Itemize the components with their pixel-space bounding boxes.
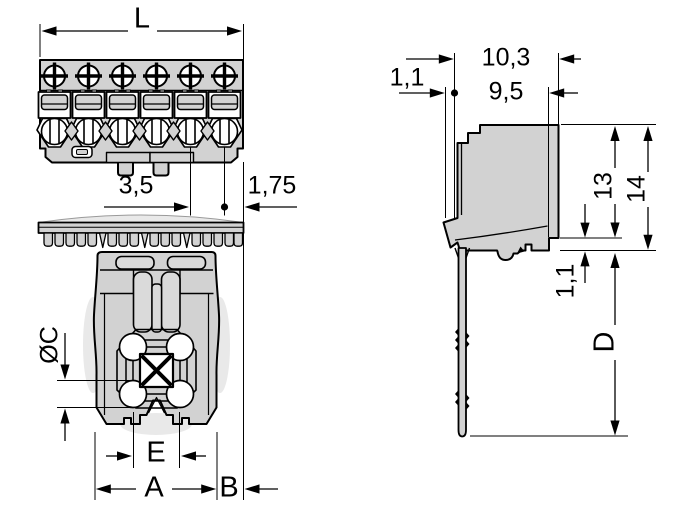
pin-barbs: [455, 328, 470, 410]
bottom-view: [37, 214, 245, 435]
bottom-plate-right: [149, 151, 195, 164]
keying-feature: [116, 328, 197, 409]
side-view: [442, 124, 560, 438]
dim-label-pin-length: D: [588, 331, 621, 353]
bottom-plate-left: [105, 151, 151, 164]
dimension-lines: [39, 24, 656, 500]
serration-teeth: [43, 232, 244, 249]
dim-label-depth-total: 10,3: [481, 43, 531, 72]
dim-label-notch-width: E: [146, 436, 166, 469]
origin-dot-front: [220, 203, 229, 211]
dim-label-body-width: A: [144, 471, 164, 504]
front-view: [36, 59, 244, 177]
dim-label-hole-diameter: ØC: [35, 326, 64, 364]
flange-dome: [38, 214, 244, 223]
dim-label-edge-offset: 1,75: [247, 171, 297, 200]
dim-label-pin-setback: 1,1: [389, 63, 425, 92]
origin-dot-side: [450, 89, 459, 97]
solder-pin: [454, 247, 471, 438]
dim-label-height-upper: 13: [589, 172, 618, 200]
dim-label-pole-pitch: 3,5: [118, 171, 154, 200]
dim-label-height-total: 14: [622, 175, 651, 203]
dim-label-ledge-height: 1,1: [551, 263, 580, 299]
dim-label-overall-width: L: [133, 2, 151, 35]
dim-label-side-offset: B: [219, 471, 239, 504]
side-body: [442, 124, 560, 261]
dim-label-depth-body: 9,5: [488, 77, 524, 106]
